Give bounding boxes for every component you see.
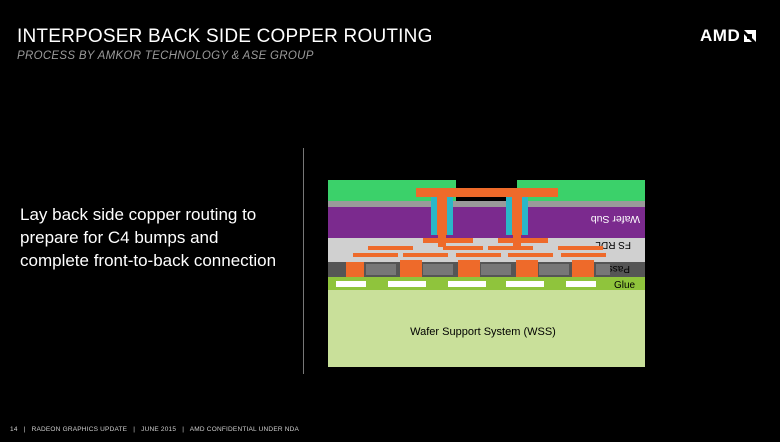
page-subtitle: PROCESS BY AMKOR TECHNOLOGY & ASE GROUP	[17, 50, 314, 62]
footer-section: RADEON GRAPHICS UPDATE	[31, 426, 128, 433]
pass-label: Pass	[608, 263, 630, 274]
wss-label: Wafer Support System (WSS)	[410, 326, 556, 338]
wafer-sub-layer	[328, 207, 645, 238]
footer-separator: |	[182, 426, 185, 433]
process-description: Lay back side copper routing to prepare …	[20, 205, 277, 270]
amd-logo: AMD	[700, 26, 757, 46]
footer-separator: |	[133, 426, 136, 433]
glue-layer	[328, 277, 645, 290]
wss-layer	[328, 290, 645, 367]
footer: 14 | RADEON GRAPHICS UPDATE | JUNE 2015 …	[10, 426, 303, 433]
logo-text: AMD	[700, 26, 741, 45]
footer-date: JUNE 2015	[141, 426, 177, 433]
footer-page-number: 14	[10, 426, 18, 433]
interposer-cross-section-diagram: Wafer Support System (WSS) Glue Pass FS …	[328, 180, 646, 373]
amd-arrow-icon	[744, 30, 757, 42]
backside-copper-trace	[416, 188, 558, 197]
page-title: INTERPOSER BACK SIDE COPPER ROUTING	[17, 26, 433, 47]
wafer-sub-label: Wafer Sub	[591, 213, 640, 225]
vertical-divider	[303, 148, 304, 374]
fs-rdl-label: FS RDL	[595, 239, 631, 250]
footer-separator: |	[23, 426, 26, 433]
footer-confidentiality: AMD CONFIDENTIAL UNDER NDA	[189, 426, 300, 433]
glue-label: Glue	[614, 280, 636, 291]
